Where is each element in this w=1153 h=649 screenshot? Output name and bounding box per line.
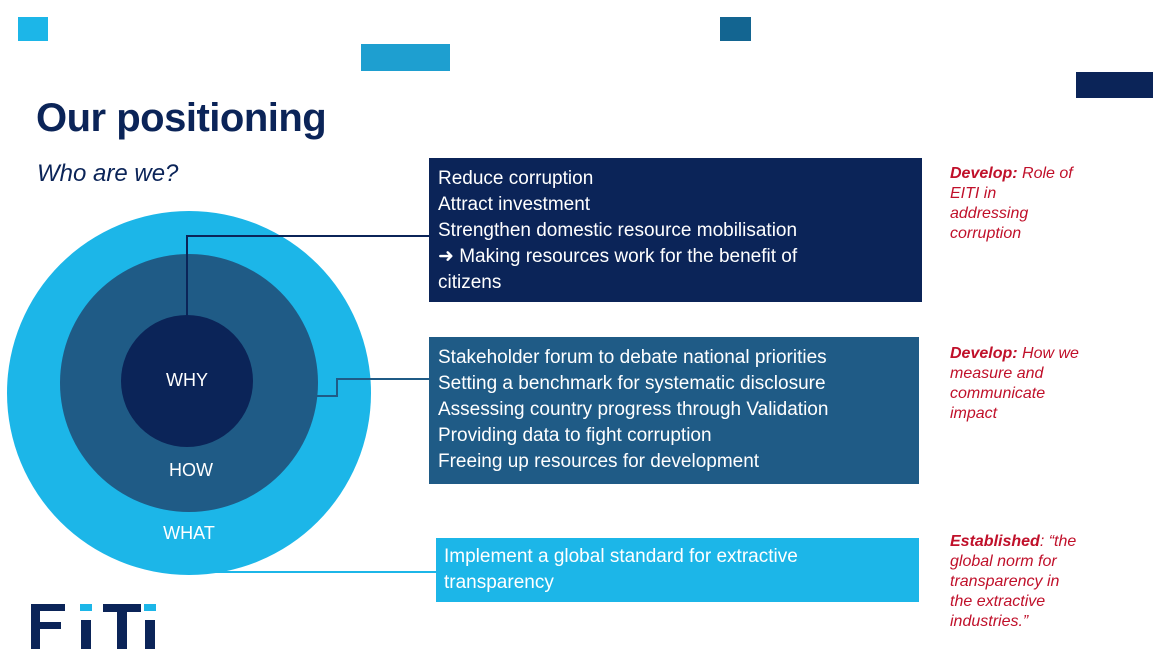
why-line: ➜ Making resources work for the benefit … bbox=[438, 246, 798, 267]
how-note-text: How we bbox=[1017, 345, 1079, 362]
what-connector bbox=[188, 555, 436, 573]
how-line: Assessing country progress through Valid… bbox=[438, 399, 829, 420]
what-line: transparency bbox=[444, 572, 554, 593]
what-note-text: the extractive bbox=[950, 593, 1046, 610]
how-box: Stakeholder forum to debate national pri… bbox=[429, 337, 919, 484]
why-circle bbox=[121, 315, 253, 447]
how-line: Freeing up resources for development bbox=[438, 451, 760, 472]
why-line: Reduce corruption bbox=[438, 168, 594, 189]
what-box: Implement a global standard for extracti… bbox=[436, 538, 919, 602]
decor-bar-mid bbox=[361, 44, 450, 71]
how-note: Develop: How we measure and communicate … bbox=[950, 344, 1079, 424]
why-line: Attract investment bbox=[438, 194, 591, 215]
how-line: Providing data to fight corruption bbox=[438, 425, 712, 446]
how-note-text: impact bbox=[950, 405, 998, 422]
why-note-text: EITI in bbox=[950, 185, 997, 202]
why-note-text: corruption bbox=[950, 225, 1022, 242]
how-note-lead: Develop: bbox=[950, 345, 1018, 362]
why-note-text: addressing bbox=[950, 205, 1029, 222]
what-note-text: : “the bbox=[1039, 533, 1077, 550]
how-line: Stakeholder forum to debate national pri… bbox=[438, 347, 827, 368]
decor-square-dark bbox=[720, 17, 751, 41]
what-note-text: industries.” bbox=[950, 613, 1029, 630]
why-note: Develop: Role of EITI in addressing corr… bbox=[950, 164, 1073, 244]
eiti-logo bbox=[31, 604, 156, 649]
what-label: WHAT bbox=[163, 523, 215, 543]
what-note: Established: “the global norm for transp… bbox=[950, 532, 1076, 632]
how-note-text: communicate bbox=[950, 385, 1046, 402]
what-note-text: global norm for bbox=[950, 553, 1057, 570]
how-connector bbox=[317, 378, 432, 397]
decor-square-light bbox=[18, 17, 48, 41]
how-note-text: measure and bbox=[950, 365, 1044, 382]
decor-bar-navy bbox=[1076, 72, 1153, 98]
why-label: WHY bbox=[166, 370, 208, 390]
page-title: Our positioning bbox=[36, 96, 327, 140]
how-line: Setting a benchmark for systematic discl… bbox=[438, 373, 826, 394]
how-label: HOW bbox=[169, 460, 213, 480]
what-note-lead: Established bbox=[950, 533, 1040, 550]
why-box: Reduce corruption Attract investment Str… bbox=[429, 158, 922, 302]
why-connector bbox=[186, 235, 432, 318]
why-note-text: Role of bbox=[1017, 165, 1073, 182]
why-line: Strengthen domestic resource mobilisatio… bbox=[438, 220, 798, 241]
why-note-lead: Develop: bbox=[950, 165, 1018, 182]
page-subtitle: Who are we? bbox=[37, 160, 179, 187]
why-line: citizens bbox=[438, 272, 502, 293]
what-note-text: transparency in bbox=[950, 573, 1060, 590]
what-line: Implement a global standard for extracti… bbox=[444, 546, 798, 567]
